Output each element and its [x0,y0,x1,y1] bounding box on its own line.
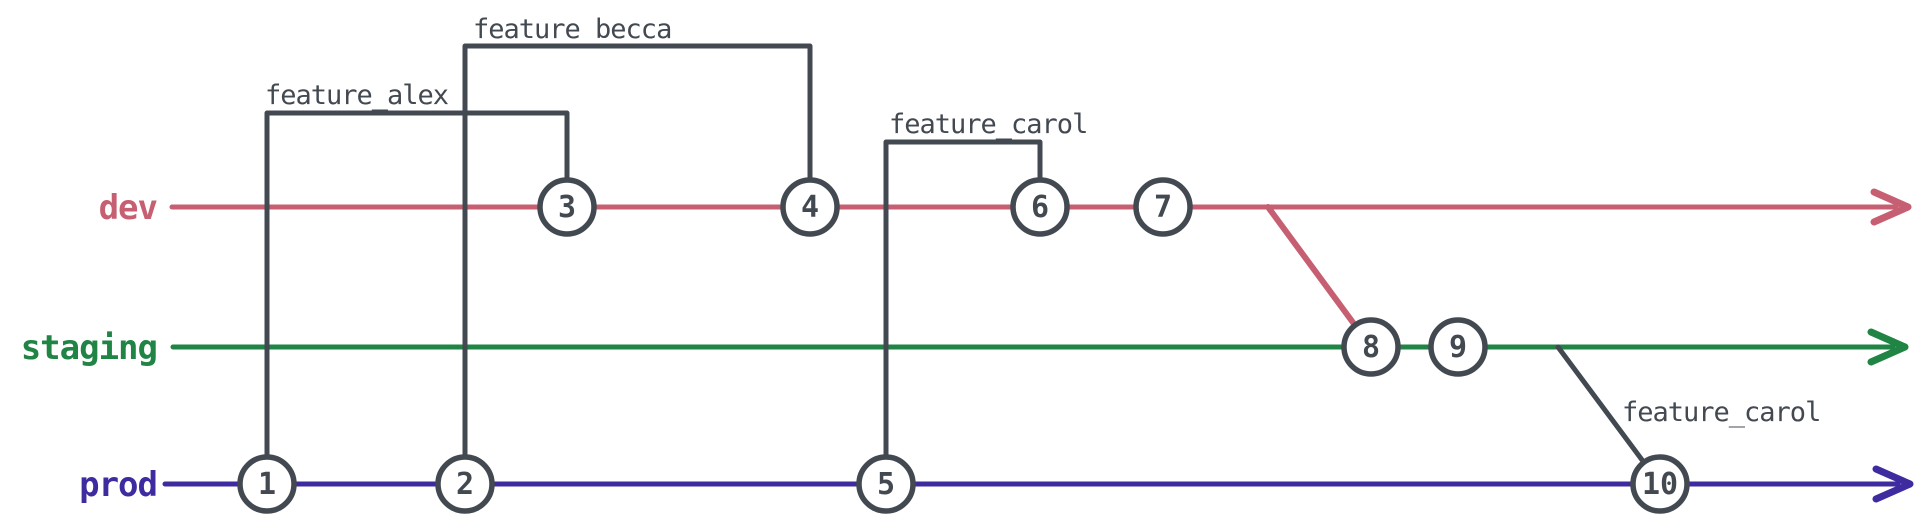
commit-node-9 [1428,317,1488,377]
feature-label-feature_carol-3: feature_carol [1622,397,1820,428]
commit-label-1: 1 [258,467,276,502]
feature-label-feature_becca-1: feature_becca [473,14,671,45]
feature-path-feature_alex-0 [264,110,570,487]
commit-node-7 [1133,177,1193,237]
commit-node-10 [1630,454,1690,514]
commit-node-5 [856,454,916,514]
dev-arrowhead-icon [1870,188,1912,226]
commit-label-3: 3 [558,190,576,225]
commit-label-8: 8 [1362,330,1380,365]
feature-label-feature_carol-2: feature_carol [889,109,1087,140]
feature-label-feature_alex-0: feature_alex [265,80,449,111]
commit-node-2 [435,454,495,514]
commit-label-10: 10 [1642,467,1678,502]
branch-label-staging: staging [21,328,157,368]
feature-path-feature_becca-1 [462,43,813,487]
feature-path-feature_carol-2 [883,139,1043,487]
commit-node-8 [1341,317,1401,377]
commit-node-6 [1010,177,1070,237]
commit-node-1 [237,454,297,514]
staging-arrowhead-icon [1867,328,1909,366]
commit-label-7: 7 [1154,190,1172,225]
commit-label-9: 9 [1449,330,1467,365]
prod-arrowhead-icon [1872,465,1914,503]
commit-label-4: 4 [801,190,819,225]
branch-label-prod: prod [79,465,157,505]
commit-node-3 [537,177,597,237]
commit-label-5: 5 [877,467,895,502]
commit-label-2: 2 [456,467,474,502]
commit-node-4 [780,177,840,237]
branch-label-dev: dev [99,188,158,228]
commit-label-6: 6 [1031,190,1049,225]
